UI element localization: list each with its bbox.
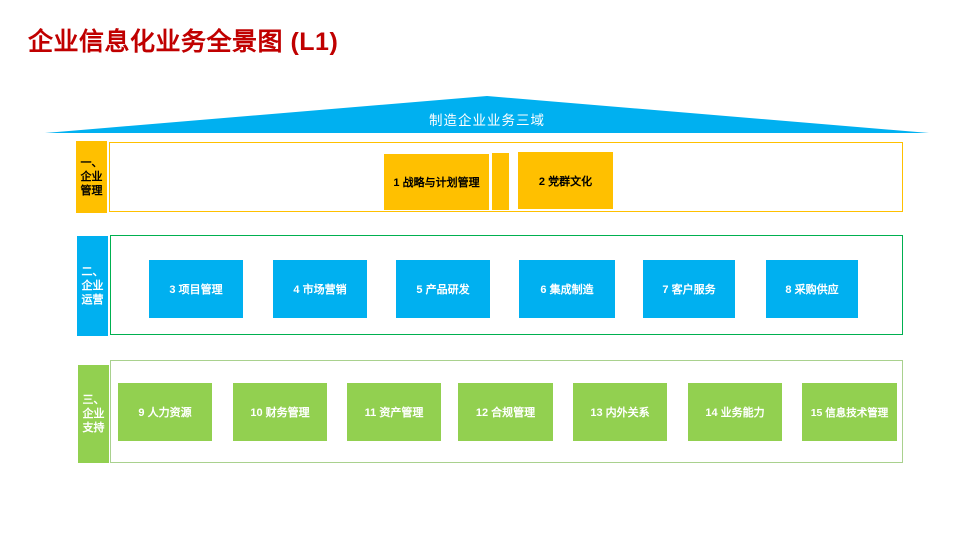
box-finance-management: 10 财务管理 (233, 383, 327, 441)
box-it-management: 15 信息技术管理 (802, 383, 897, 441)
box-compliance-management: 12 合规管理 (458, 383, 553, 441)
row-tab-enterprise-management: 一、 企业 管理 (76, 141, 107, 213)
roof-label: 制造企业业务三域 (429, 113, 545, 128)
box-project-management: 3 项目管理 (149, 260, 243, 318)
box-integrated-manufacturing: 6 集成制造 (519, 260, 615, 318)
box-human-resources: 9 人力资源 (118, 383, 212, 441)
box-asset-management: 11 资产管理 (347, 383, 441, 441)
box-procurement-supply: 8 采购供应 (766, 260, 858, 318)
box-customer-service: 7 客户服务 (643, 260, 735, 318)
box-product-rd: 5 产品研发 (396, 260, 490, 318)
roof-triangle (45, 96, 929, 133)
box-party-culture: 2 党群文化 (518, 152, 613, 209)
box-marketing: 4 市场营销 (273, 260, 367, 318)
page-title: 企业信息化业务全景图 (L1) (28, 28, 339, 56)
roof-shape (45, 96, 929, 133)
box-business-capability: 14 业务能力 (688, 383, 782, 441)
box-internal-external-relations: 13 内外关系 (573, 383, 667, 441)
yellow-spacer-box (492, 153, 509, 210)
row-tab-enterprise-support: 三、 企业 支持 (78, 365, 109, 463)
row-tab-enterprise-operations: 二、 企业 运营 (77, 236, 108, 336)
box-strategy-planning: 1 战略与计划管理 (384, 154, 489, 210)
